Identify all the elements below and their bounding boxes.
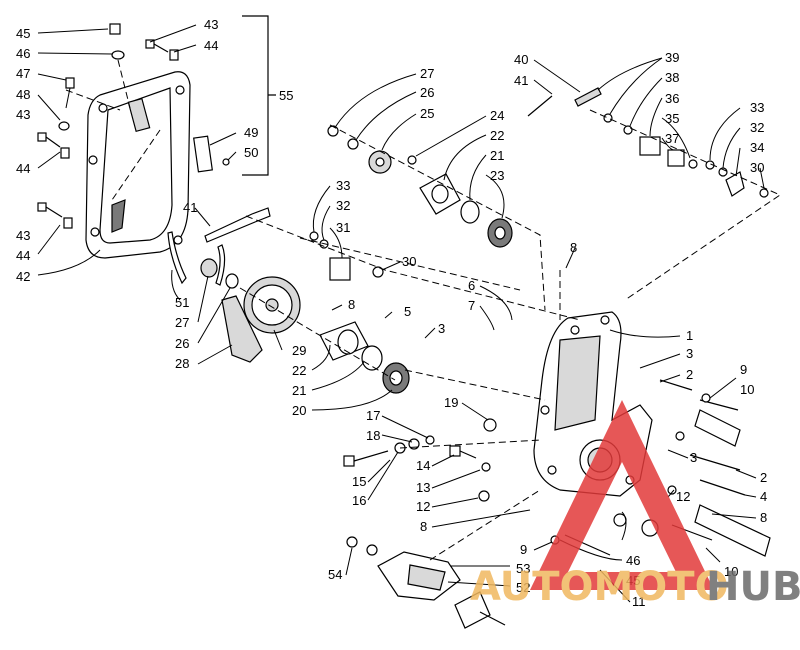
- callout: 21: [292, 383, 306, 398]
- callout: 37: [665, 131, 679, 146]
- callout: 44: [204, 38, 218, 53]
- callout: 8: [420, 519, 427, 534]
- assembly-lines: [65, 59, 782, 561]
- callout: 44: [16, 248, 30, 263]
- callout: 46: [16, 46, 30, 61]
- tensioner-parts: [167, 207, 271, 363]
- callout: 31: [336, 220, 350, 235]
- callout: 15: [352, 474, 366, 489]
- callout: 49: [244, 125, 258, 140]
- callout: 32: [750, 120, 764, 135]
- callout: 46: [626, 553, 640, 568]
- callout: 42: [16, 269, 30, 284]
- callout: 44: [16, 161, 30, 176]
- callout: 30: [750, 160, 764, 175]
- callout: 24: [490, 108, 504, 123]
- callout: 12: [416, 499, 430, 514]
- callout: 27: [420, 66, 434, 81]
- callout: 3: [438, 321, 445, 336]
- callout: 22: [292, 363, 306, 378]
- callout: 32: [336, 198, 350, 213]
- callout: 12: [676, 489, 690, 504]
- upper-right-parts: [527, 87, 769, 198]
- callout: 25: [420, 106, 434, 121]
- callout: 10: [724, 564, 738, 579]
- callout: 43: [16, 107, 30, 122]
- sprocket-29: [243, 276, 301, 334]
- callout: 45: [16, 26, 30, 41]
- callout: 14: [416, 458, 430, 473]
- callout: 7: [468, 298, 475, 313]
- callout: 8: [348, 297, 355, 312]
- callout: 3: [686, 346, 693, 361]
- callout: 40: [514, 52, 528, 67]
- callout: 43: [204, 17, 218, 32]
- callout: 30: [402, 254, 416, 269]
- callout: 20: [292, 403, 306, 418]
- callout: 2: [686, 367, 693, 382]
- callout: 3: [690, 450, 697, 465]
- callout: 9: [520, 542, 527, 557]
- callout: 36: [665, 91, 679, 106]
- callout: 50: [244, 145, 258, 160]
- callout: 43: [16, 228, 30, 243]
- callout: 28: [175, 356, 189, 371]
- callout: 41: [183, 200, 197, 215]
- upper-sprocket-group: [327, 125, 513, 248]
- bottom-bracket: [346, 536, 506, 629]
- callout: 39: [665, 50, 679, 65]
- callout: 41: [514, 73, 528, 88]
- watermark-text-b: HUB: [706, 564, 800, 610]
- callout: 8: [760, 510, 767, 525]
- callout: 54: [328, 567, 342, 582]
- callout: 33: [336, 178, 350, 193]
- callout: 19: [444, 395, 458, 410]
- bearing-group-lower: [319, 321, 410, 394]
- callout: 11: [632, 594, 646, 609]
- callout: 9: [740, 362, 747, 377]
- callout: 47: [16, 66, 30, 81]
- callout: 35: [665, 111, 679, 126]
- callout: 21: [490, 148, 504, 163]
- callout: 27: [175, 315, 189, 330]
- watermark-triangle-logo: [530, 400, 714, 590]
- callout: 16: [352, 493, 366, 508]
- callout: 8: [570, 240, 577, 255]
- callout: 17: [366, 408, 380, 423]
- callout: 13: [416, 480, 430, 495]
- right-shafts: [659, 379, 771, 557]
- bracket-49: [193, 135, 230, 173]
- callout: 34: [750, 140, 764, 155]
- cover-fasteners: [37, 23, 179, 229]
- callout: 1: [686, 328, 693, 343]
- callout: 48: [16, 87, 30, 102]
- callout: 5: [404, 304, 411, 319]
- callout: 33: [750, 100, 764, 115]
- assembly-bracket-55: [242, 15, 276, 176]
- callout: 53: [516, 561, 530, 576]
- callout: 55: [279, 88, 293, 103]
- callout: 29: [292, 343, 306, 358]
- callout: 38: [665, 70, 679, 85]
- leader-lines: [37, 24, 765, 603]
- callout: 2: [760, 470, 767, 485]
- callout: 18: [366, 428, 380, 443]
- callout: 4: [760, 489, 767, 504]
- callout: 52: [516, 580, 530, 595]
- callout: 22: [490, 128, 504, 143]
- callout: 51: [175, 295, 189, 310]
- callout: 26: [175, 336, 189, 351]
- shaft-parts-mid: [309, 231, 384, 281]
- callout: 26: [420, 85, 434, 100]
- callout: 6: [468, 278, 475, 293]
- callout: 10: [740, 382, 754, 397]
- callout: 23: [490, 168, 504, 183]
- chain-case-cover: [85, 71, 191, 259]
- watermark-text-a: AUTOMOTO: [470, 564, 729, 610]
- automotohub-watermark: AUTOMOTO HUB: [470, 400, 800, 610]
